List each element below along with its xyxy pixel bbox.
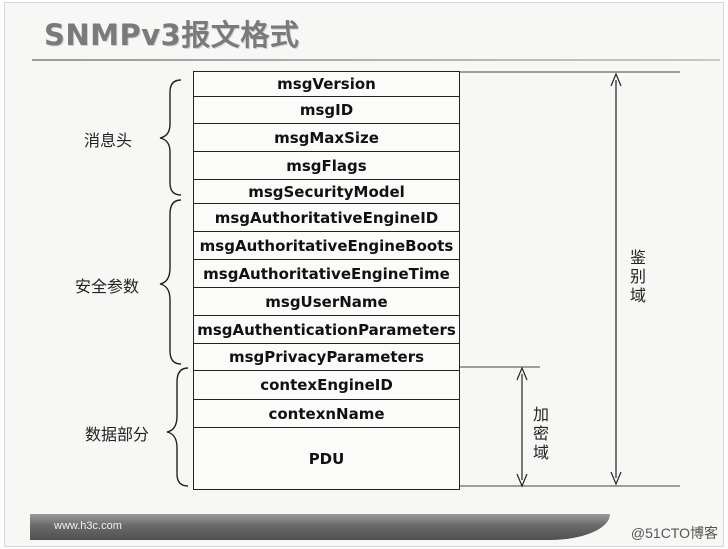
field-cell: msgSecurityModel [194,180,459,204]
field-cell: msgVersion [194,72,459,97]
label-security: 安全参数 [75,277,140,296]
encrypt-scope-label: 加 密 域 [532,405,549,462]
label-header: 消息头 [84,131,133,150]
title-divider [32,59,720,61]
field-cell: msgUserName [194,288,459,316]
footer-bar [30,514,610,540]
watermark: @51CTO博客 [630,525,718,541]
field-cell: msgFlags [194,152,459,180]
label-data: 数据部分 [85,425,150,444]
field-cell: msgAuthenticationParameters [194,316,459,344]
field-cell: msgMaxSize [194,124,459,152]
field-table: msgVersion msgID msgMaxSize msgFlags msg… [193,71,460,490]
page-title: SNMPv3报文格式 [44,18,300,52]
field-cell: msgAuthoritativeEngineID [194,204,459,232]
field-cell: PDU [194,428,459,490]
auth-scope-label: 鉴 别 域 [629,248,646,305]
footer-url: www.h3c.com [54,520,122,532]
field-cell: contexnName [194,400,459,428]
field-cell: msgAuthoritativeEngineBoots [194,232,459,260]
field-cell: contexEngineID [194,371,459,400]
field-cell: msgAuthoritativeEngineTime [194,260,459,288]
field-cell: msgID [194,97,459,124]
field-cell: msgPrivacyParameters [194,344,459,371]
